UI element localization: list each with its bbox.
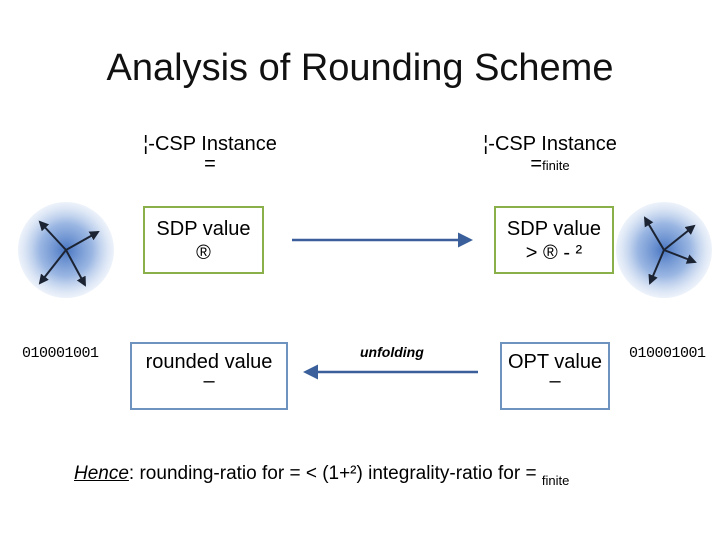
- right-instance-subscript: finite: [542, 158, 570, 173]
- right-vector-3: [648, 249, 665, 285]
- sdp-left-box: SDP value ®: [143, 206, 264, 274]
- rounded-value-box: rounded value –: [130, 342, 288, 410]
- left-instance-line2: =: [204, 153, 216, 175]
- right-vector-sphere: [616, 202, 712, 298]
- sdp-right-line1: SDP value: [506, 218, 602, 240]
- right-vector-4: [663, 249, 697, 264]
- right-instance-symbol: =: [530, 153, 543, 175]
- left-instance-label: ¦-CSP Instance =: [130, 134, 290, 174]
- sdp-right-box: SDP value > ® - ²: [494, 206, 614, 274]
- rounded-value-line1: rounded value: [145, 351, 273, 373]
- slide-title: Analysis of Rounding Scheme: [106, 47, 614, 89]
- left-vector-1: [38, 220, 67, 251]
- sdp-left-line2: ®: [196, 242, 211, 264]
- right-instance-line1: ¦-CSP Instance: [483, 133, 617, 155]
- left-vector-sphere: [18, 202, 114, 298]
- left-bit-string: 010001001: [22, 345, 99, 362]
- right-vector-2: [663, 224, 696, 251]
- opt-value-box: OPT value –: [500, 342, 610, 410]
- hence-statement: Hence: rounding-ratio for = < (1+²) inte…: [74, 462, 570, 488]
- hence-subscript: finite: [541, 473, 570, 488]
- right-vector-1: [643, 216, 665, 251]
- sdp-left-line1: SDP value: [156, 218, 251, 240]
- left-vector-3: [38, 249, 67, 285]
- rounded-value-line2: –: [203, 370, 215, 392]
- left-vector-4: [65, 249, 86, 287]
- hence-word: Hence: [74, 463, 129, 484]
- unfolding-label: unfolding: [360, 344, 424, 360]
- left-instance-line1: ¦-CSP Instance: [143, 133, 277, 155]
- sdp-right-line2: > ® - ²: [525, 242, 583, 264]
- right-instance-label: ¦-CSP Instance =finite: [470, 134, 630, 176]
- right-bit-string: 010001001: [629, 345, 706, 362]
- opt-value-line2: –: [549, 370, 561, 392]
- hence-text: : rounding-ratio for = < (1+²) integrali…: [128, 463, 542, 484]
- right-instance-line2: =finite: [470, 154, 630, 176]
- left-vector-2: [65, 231, 100, 251]
- opt-value-line1: OPT value: [507, 351, 603, 373]
